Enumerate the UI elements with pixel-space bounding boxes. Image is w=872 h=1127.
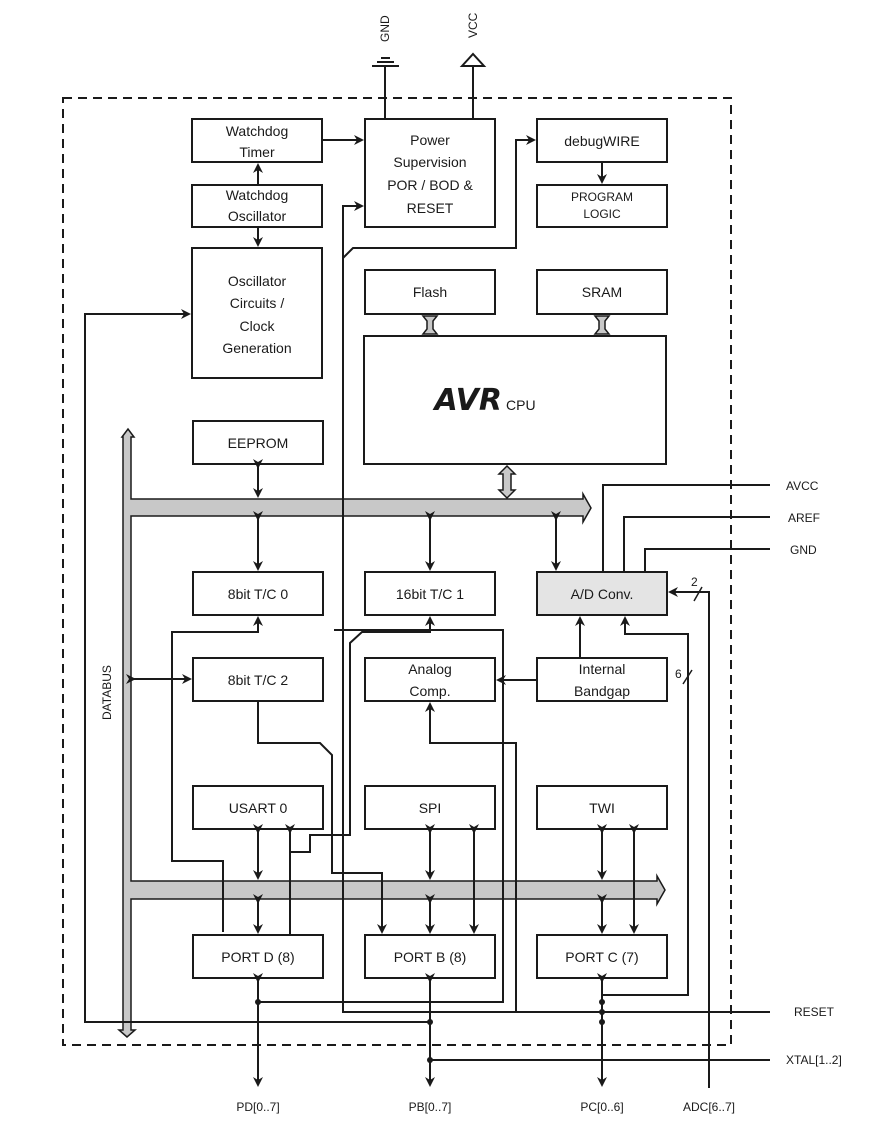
svg-text:debugWIRE: debugWIRE <box>564 133 639 149</box>
power-supervision-block: Power Supervision POR / BOD & RESET <box>364 118 496 228</box>
pd-pin-label: PD[0..7] <box>236 1100 279 1114</box>
port-c-block: PORT C (7) <box>536 934 668 979</box>
svg-text:Generation: Generation <box>222 340 291 356</box>
svg-text:Watchdog: Watchdog <box>226 187 289 203</box>
svg-text:PORT D (8): PORT D (8) <box>221 949 294 965</box>
adc-bus-width-label: 2 <box>691 575 698 589</box>
svg-text:Oscillator: Oscillator <box>228 273 287 289</box>
watchdog-oscillator-block: Watchdog Oscillator <box>191 184 323 228</box>
internal-bandgap-block: Internal Bandgap <box>536 657 668 702</box>
adc-pin-label: ADC[6..7] <box>683 1100 735 1114</box>
spi-block: SPI <box>364 785 496 830</box>
svg-text:Analog: Analog <box>408 661 452 677</box>
databus-label: DATABUS <box>100 665 114 720</box>
databus: DATABUS <box>100 427 666 1038</box>
cpu-databus-bus-arrow <box>497 464 517 500</box>
avcc-pin-label: AVCC <box>786 479 819 493</box>
svg-text:SRAM: SRAM <box>582 284 622 300</box>
watchdog-timer-block: Watchdog Timer <box>191 118 323 163</box>
svg-text:Power: Power <box>410 132 450 148</box>
svg-text:SPI: SPI <box>419 800 442 816</box>
svg-text:PORT B (8): PORT B (8) <box>394 949 467 965</box>
svg-text:Circuits /: Circuits / <box>230 295 285 311</box>
agnd-pin-label: GND <box>790 543 817 557</box>
svg-text:Timer: Timer <box>239 144 275 160</box>
svg-text:8bit T/C 2: 8bit T/C 2 <box>228 672 289 688</box>
analog-comparator-block: Analog Comp. <box>364 657 496 702</box>
vcc-pin-label: VCC <box>466 12 480 38</box>
debugwire-block: debugWIRE <box>536 118 668 163</box>
svg-text:Clock: Clock <box>239 318 275 334</box>
avr-logo: AVR <box>433 383 503 418</box>
gnd-power-pin: GND <box>372 15 399 118</box>
gnd-pin-label: GND <box>378 15 392 42</box>
pb-pin-label: PB[0..7] <box>409 1100 452 1114</box>
svg-text:Supervision: Supervision <box>393 154 466 170</box>
adc-block: A/D Conv. <box>536 571 668 616</box>
svg-text:PROGRAM: PROGRAM <box>571 190 633 204</box>
portc-adc-bus-width-label: 6 <box>675 667 682 681</box>
port-b-block: PORT B (8) <box>364 934 496 979</box>
aref-pin-label: AREF <box>788 511 820 525</box>
tc1-block: 16bit T/C 1 <box>364 571 496 616</box>
reset-pin-label: RESET <box>794 1005 835 1019</box>
program-logic-block: PROGRAM LOGIC <box>536 184 668 228</box>
svg-text:RESET: RESET <box>407 200 454 216</box>
tc0-block: 8bit T/C 0 <box>192 571 324 616</box>
oscillator-circuits-block: Oscillator Circuits / Clock Generation <box>191 247 323 379</box>
flash-cpu-bus-arrow <box>421 315 439 335</box>
flash-block: Flash <box>364 269 496 315</box>
svg-text:TWI: TWI <box>589 800 615 816</box>
svg-text:PORT C (7): PORT C (7) <box>565 949 638 965</box>
svg-text:Internal: Internal <box>579 661 626 677</box>
port-d-block: PORT D (8) <box>192 934 324 979</box>
avr-cpu-block: AVR CPU <box>363 335 667 465</box>
svg-text:Flash: Flash <box>413 284 447 300</box>
svg-text:POR / BOD &: POR / BOD & <box>387 177 473 193</box>
svg-text:Oscillator: Oscillator <box>228 208 287 224</box>
svg-text:EEPROM: EEPROM <box>228 435 289 451</box>
svg-text:Bandgap: Bandgap <box>574 683 630 699</box>
sram-cpu-bus-arrow <box>593 315 611 335</box>
twi-block: TWI <box>536 785 668 830</box>
tc2-block: 8bit T/C 2 <box>192 657 324 702</box>
svg-text:LOGIC: LOGIC <box>583 207 621 221</box>
svg-text:Watchdog: Watchdog <box>226 123 289 139</box>
usart0-block: USART 0 <box>192 785 324 830</box>
chip-boundary <box>62 97 732 1046</box>
eeprom-block: EEPROM <box>192 420 324 465</box>
pc-pin-label: PC[0..6] <box>580 1100 623 1114</box>
vcc-power-pin: VCC <box>459 12 487 118</box>
svg-text:CPU: CPU <box>506 397 536 413</box>
svg-text:Comp.: Comp. <box>409 683 450 699</box>
svg-text:A/D Conv.: A/D Conv. <box>571 586 634 602</box>
xtal-pin-label: XTAL[1..2] <box>786 1053 842 1067</box>
svg-text:16bit T/C 1: 16bit T/C 1 <box>396 586 464 602</box>
sram-block: SRAM <box>536 269 668 315</box>
connection-wires <box>84 135 770 1088</box>
svg-text:USART 0: USART 0 <box>229 800 288 816</box>
svg-text:8bit T/C 0: 8bit T/C 0 <box>228 586 289 602</box>
